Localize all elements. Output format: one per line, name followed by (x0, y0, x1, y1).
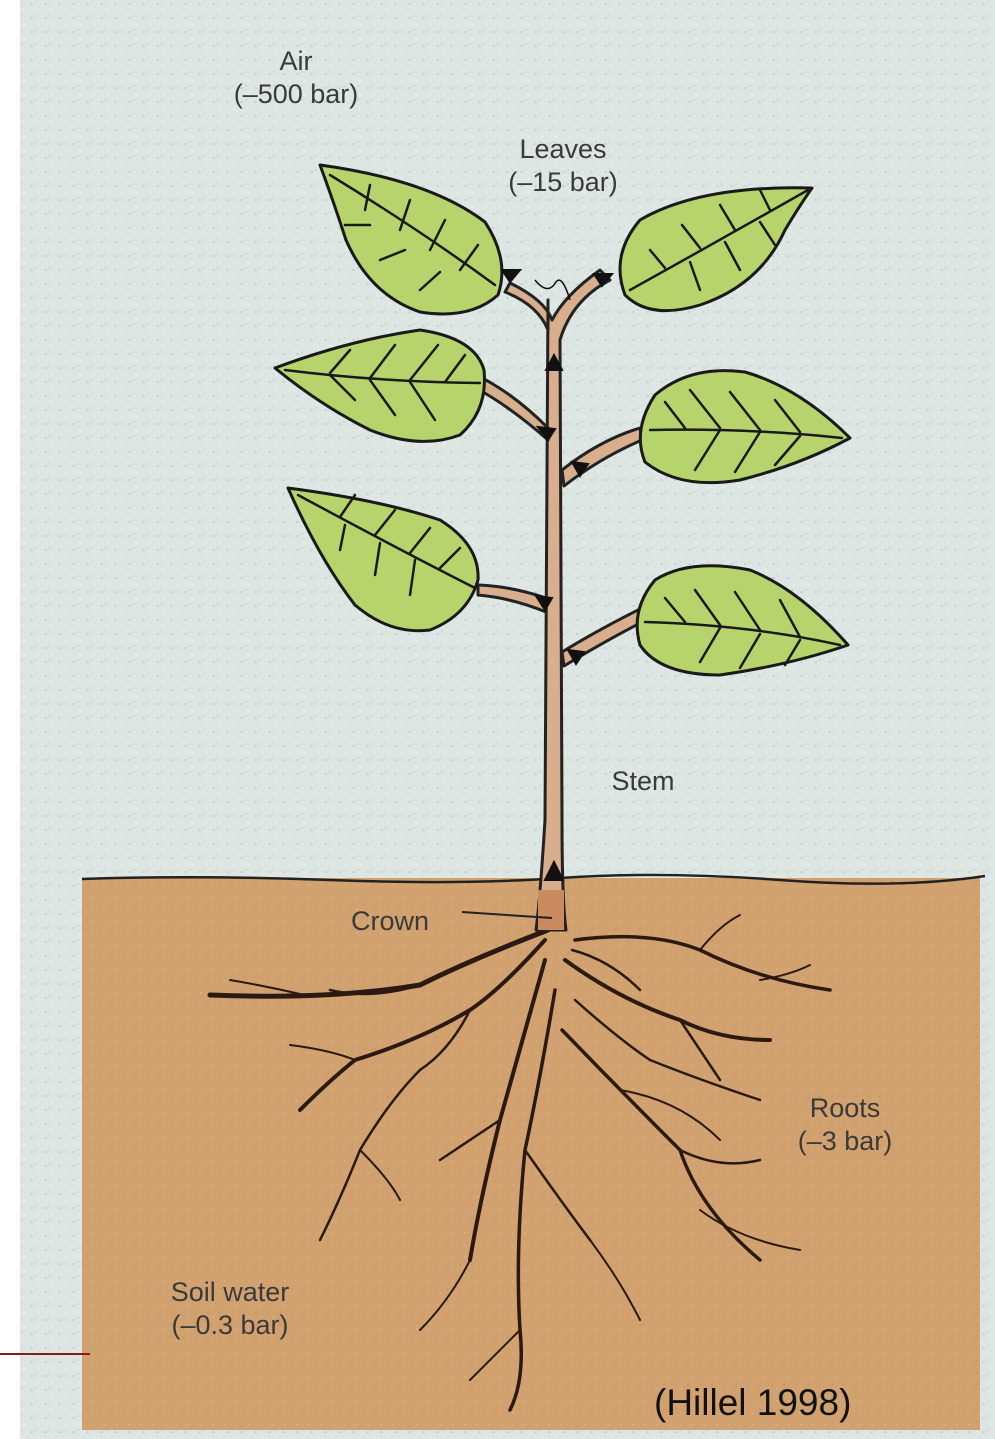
air-label-value: (–500 bar) (206, 78, 386, 111)
crown (538, 890, 564, 930)
air-label: Air (–500 bar) (206, 45, 386, 111)
stem-label-name: Stem (588, 765, 698, 798)
stem-label: Stem (588, 765, 698, 798)
leaves-label-name: Leaves (478, 133, 648, 166)
soil-water-label-value: (–0.3 bar) (140, 1309, 320, 1342)
citation: (Hillel 1998) (654, 1382, 851, 1424)
air-label-name: Air (206, 45, 386, 78)
crown-label: Crown (330, 905, 450, 938)
roots-label: Roots (–3 bar) (770, 1092, 920, 1158)
soil-water-label-name: Soil water (140, 1276, 320, 1309)
soil-water-label: Soil water (–0.3 bar) (140, 1276, 320, 1342)
crown-label-name: Crown (330, 905, 450, 938)
roots-label-value: (–3 bar) (770, 1125, 920, 1158)
leaves-label-value: (–15 bar) (478, 166, 648, 199)
leaves-label: Leaves (–15 bar) (478, 133, 648, 199)
roots-label-name: Roots (770, 1092, 920, 1125)
